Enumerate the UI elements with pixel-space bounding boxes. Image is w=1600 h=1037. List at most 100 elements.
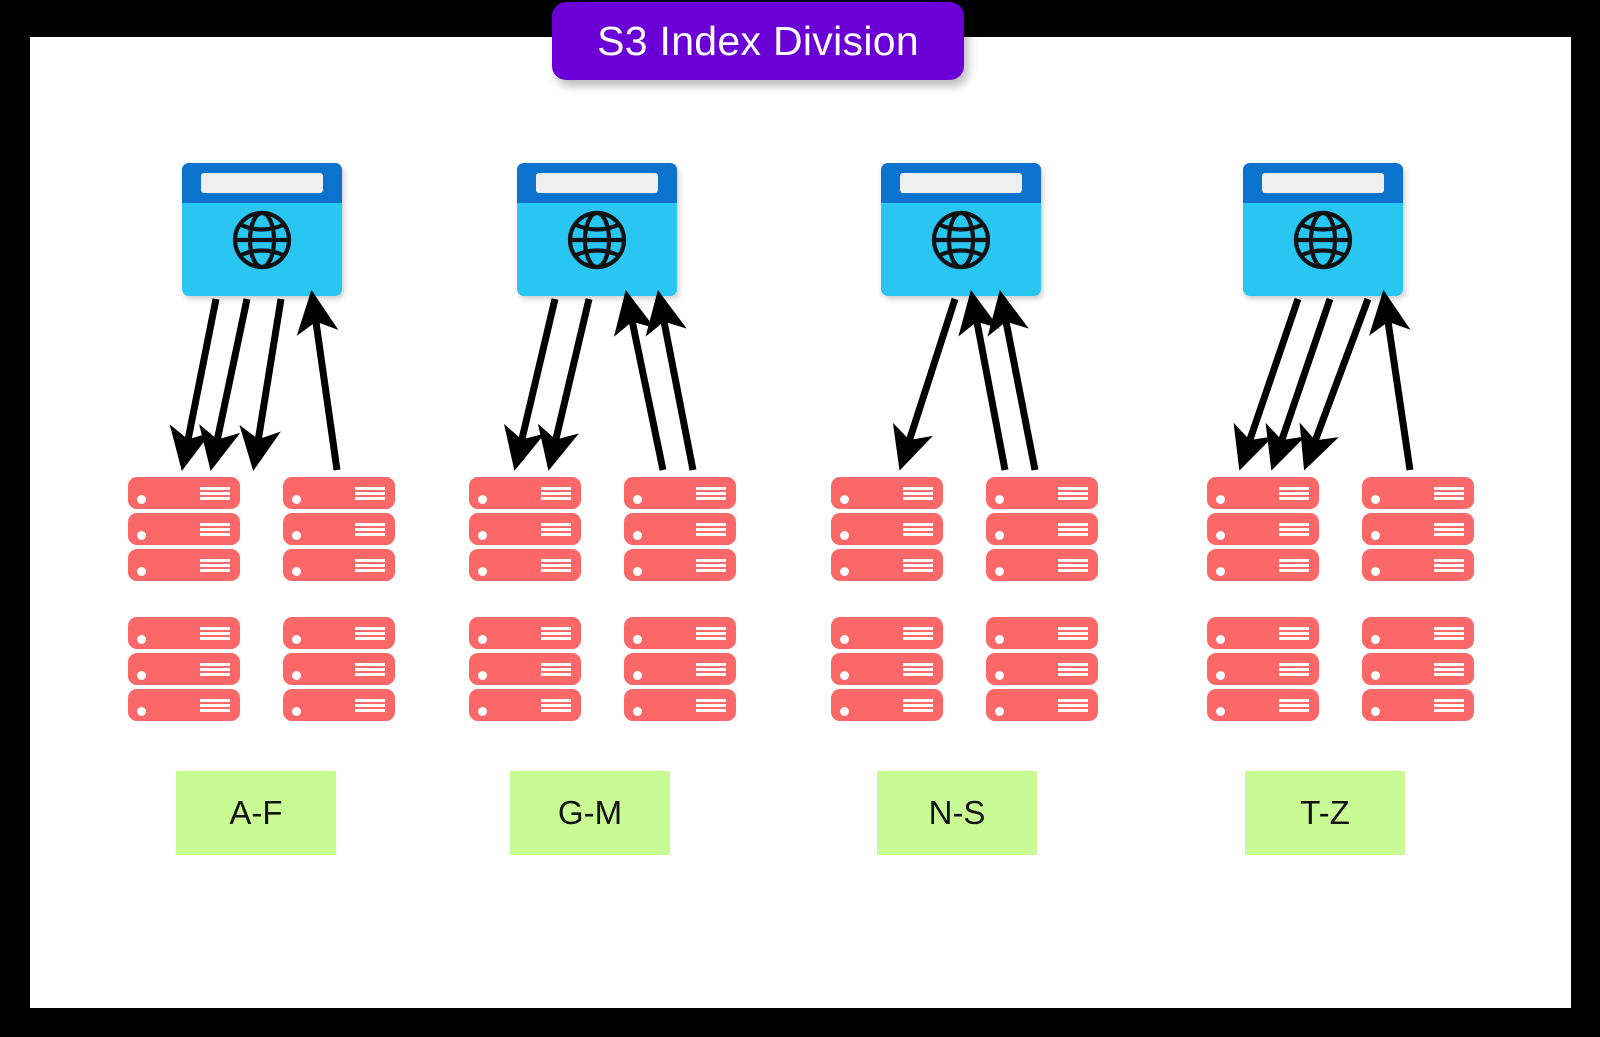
server-unit[interactable] (1207, 477, 1319, 509)
server-unit[interactable] (469, 653, 581, 685)
browser-url-bar[interactable] (201, 173, 323, 193)
rack-n-s-right-bottom[interactable] (986, 617, 1098, 725)
rack-t-z-left-top[interactable] (1207, 477, 1319, 585)
server-unit[interactable] (624, 549, 736, 581)
server-unit[interactable] (986, 513, 1098, 545)
server-vents-icon (696, 663, 726, 676)
server-led-icon (1216, 495, 1225, 504)
server-unit[interactable] (1207, 617, 1319, 649)
server-unit[interactable] (283, 477, 395, 509)
server-unit[interactable] (128, 513, 240, 545)
server-vents-icon (355, 627, 385, 640)
rack-g-m-left-bottom[interactable] (469, 617, 581, 725)
server-unit[interactable] (624, 689, 736, 721)
server-unit[interactable] (1362, 549, 1474, 581)
server-unit[interactable] (1207, 689, 1319, 721)
server-unit[interactable] (624, 513, 736, 545)
rack-n-s-left-bottom[interactable] (831, 617, 943, 725)
browser-url-bar[interactable] (536, 173, 658, 193)
rack-g-m-right-bottom[interactable] (624, 617, 736, 725)
server-unit[interactable] (128, 689, 240, 721)
server-unit[interactable] (831, 549, 943, 581)
server-unit[interactable] (831, 689, 943, 721)
server-led-icon (478, 531, 487, 540)
server-unit[interactable] (128, 653, 240, 685)
browser-icon-t-z[interactable] (1243, 163, 1403, 296)
server-vents-icon (1058, 663, 1088, 676)
server-led-icon (840, 635, 849, 644)
server-led-icon (1371, 707, 1380, 716)
server-unit[interactable] (624, 477, 736, 509)
server-led-icon (995, 495, 1004, 504)
server-unit[interactable] (283, 689, 395, 721)
server-led-icon (1371, 567, 1380, 576)
server-led-icon (1216, 531, 1225, 540)
browser-url-bar[interactable] (1262, 173, 1384, 193)
server-led-icon (1371, 635, 1380, 644)
server-led-icon (840, 495, 849, 504)
server-unit[interactable] (469, 477, 581, 509)
server-unit[interactable] (986, 549, 1098, 581)
server-led-icon (1216, 707, 1225, 716)
server-unit[interactable] (1362, 617, 1474, 649)
rack-a-f-right-bottom[interactable] (283, 617, 395, 725)
server-unit[interactable] (1362, 477, 1474, 509)
server-unit[interactable] (128, 477, 240, 509)
server-unit[interactable] (986, 653, 1098, 685)
server-unit[interactable] (624, 653, 736, 685)
globe-icon (1293, 210, 1353, 270)
rack-n-s-left-top[interactable] (831, 477, 943, 585)
server-unit[interactable] (624, 617, 736, 649)
server-led-icon (840, 567, 849, 576)
server-led-icon (137, 567, 146, 576)
server-unit[interactable] (469, 689, 581, 721)
server-led-icon (137, 635, 146, 644)
browser-icon-g-m[interactable] (517, 163, 677, 296)
rack-t-z-right-bottom[interactable] (1362, 617, 1474, 725)
server-unit[interactable] (1207, 653, 1319, 685)
server-unit[interactable] (469, 549, 581, 581)
rack-a-f-right-top[interactable] (283, 477, 395, 585)
server-unit[interactable] (986, 617, 1098, 649)
server-unit[interactable] (1362, 513, 1474, 545)
globe-icon (931, 210, 991, 270)
server-vents-icon (1058, 559, 1088, 572)
server-unit[interactable] (831, 653, 943, 685)
server-unit[interactable] (283, 549, 395, 581)
rack-t-z-left-bottom[interactable] (1207, 617, 1319, 725)
page-title: S3 Index Division (597, 17, 919, 64)
browser-url-bar[interactable] (900, 173, 1022, 193)
server-unit[interactable] (128, 617, 240, 649)
server-unit[interactable] (469, 617, 581, 649)
server-unit[interactable] (831, 513, 943, 545)
rack-g-m-right-top[interactable] (624, 477, 736, 585)
server-unit[interactable] (986, 689, 1098, 721)
group-n-s: N-S (805, 0, 1145, 971)
server-unit[interactable] (1362, 689, 1474, 721)
server-unit[interactable] (283, 513, 395, 545)
server-unit[interactable] (283, 653, 395, 685)
server-led-icon (840, 531, 849, 540)
rack-n-s-right-top[interactable] (986, 477, 1098, 585)
server-led-icon (1216, 567, 1225, 576)
browser-icon-a-f[interactable] (182, 163, 342, 296)
browser-icon-n-s[interactable] (881, 163, 1041, 296)
server-unit[interactable] (831, 477, 943, 509)
server-unit[interactable] (986, 477, 1098, 509)
rack-a-f-left-top[interactable] (128, 477, 240, 585)
server-unit[interactable] (1362, 653, 1474, 685)
rack-g-m-left-top[interactable] (469, 477, 581, 585)
server-unit[interactable] (283, 617, 395, 649)
server-unit[interactable] (831, 617, 943, 649)
server-vents-icon (541, 523, 571, 536)
server-vents-icon (1279, 627, 1309, 640)
server-unit[interactable] (1207, 549, 1319, 581)
globe-icon (232, 210, 292, 270)
server-vents-icon (696, 699, 726, 712)
server-unit[interactable] (469, 513, 581, 545)
server-unit[interactable] (1207, 513, 1319, 545)
server-unit[interactable] (128, 549, 240, 581)
rack-a-f-left-bottom[interactable] (128, 617, 240, 725)
rack-t-z-right-top[interactable] (1362, 477, 1474, 585)
